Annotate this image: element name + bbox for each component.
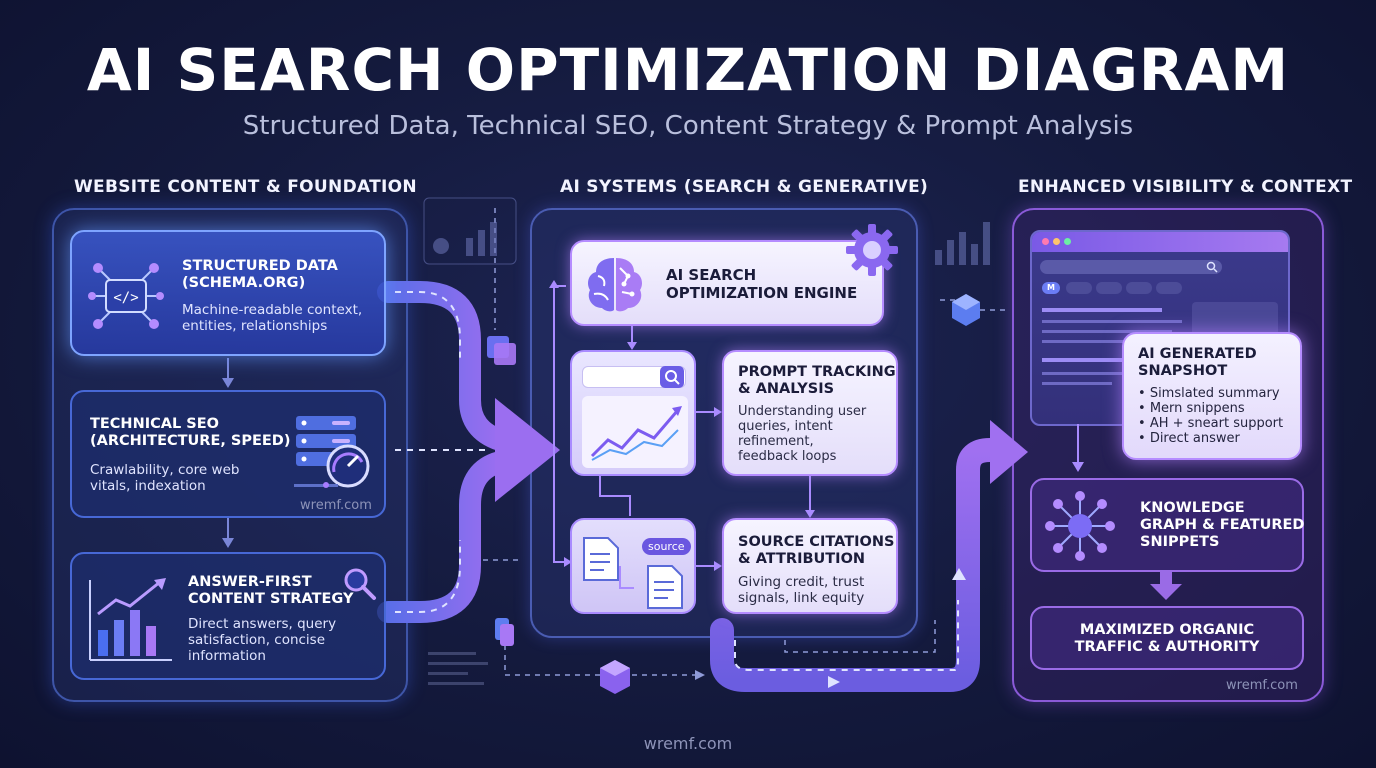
cube-icon-2 — [952, 294, 980, 326]
snapshot-bullet: • Mern snippens — [1138, 401, 1245, 416]
card-title: KNOWLEDGE GRAPH & FEATURED SNIPPETS — [1140, 500, 1305, 550]
decor-bars-icon — [935, 222, 990, 265]
magnifier-icon — [344, 568, 376, 600]
browser-search-input[interactable] — [1040, 260, 1222, 274]
result-line — [1042, 320, 1182, 323]
card-ai-engine[interactable]: AI SEARCH OPTIMIZATION ENGINE — [570, 240, 884, 326]
card-title: SOURCE CITATIONS & ATTRIBUTION — [738, 534, 895, 567]
page-subtitle: Structured Data, Technical SEO, Content … — [242, 111, 1134, 141]
documents-card[interactable]: source — [570, 518, 696, 614]
card-title: ANSWER-FIRST CONTENT STRATEGY — [188, 574, 354, 607]
result-line — [1042, 382, 1112, 385]
gear-icon — [846, 224, 898, 276]
footer-watermark: wremf.com — [643, 734, 733, 753]
page-title: AI SEARCH OPTIMIZATION DIAGRAM — [86, 36, 1290, 104]
result-line — [1042, 330, 1172, 333]
browser-tab[interactable] — [1156, 282, 1182, 294]
search-icon[interactable] — [660, 366, 684, 388]
source-badge: source — [642, 538, 691, 555]
browser-tab[interactable] — [1096, 282, 1122, 294]
result-line — [1042, 358, 1122, 362]
window-dot-icon — [1042, 238, 1049, 245]
snapshot-bullet-list: • Simslated summary • Mern snippens • AH… — [1138, 386, 1283, 446]
watermark: wremf.com — [300, 498, 372, 513]
window-dot-icon — [1053, 238, 1060, 245]
bar-chart-magnifier-icon — [89, 578, 172, 661]
card-ai-snapshot[interactable]: AI GENERATED SNAPSHOT • Simslated summar… — [1122, 332, 1302, 460]
document-icon — [583, 537, 619, 581]
window-dot-icon — [1064, 238, 1071, 245]
decor-dashboard-icon — [423, 197, 517, 265]
card-description: Crawlability, core web vitals, indexatio… — [90, 462, 240, 494]
card-description: Direct answers, query satisfaction, conc… — [188, 616, 337, 664]
svg-text:</>: </> — [113, 290, 138, 306]
brain-circuit-icon — [588, 258, 642, 312]
card-title: AI SEARCH OPTIMIZATION ENGINE — [666, 266, 858, 302]
column-heading-right: ENHANCED VISIBILITY & CONTEXT — [1018, 177, 1353, 197]
result-line — [1042, 340, 1132, 343]
arrow-output — [710, 438, 1012, 692]
sidebar-block — [1192, 302, 1278, 336]
search-icon[interactable] — [1206, 261, 1218, 273]
down-arrow-icon — [1072, 424, 1084, 472]
column-heading-middle: AI SYSTEMS (SEARCH & GENERATIVE) — [560, 177, 929, 197]
document-icon — [647, 565, 683, 609]
card-technical-seo[interactable]: TECHNICAL SEO (ARCHITECTURE, SPEED) Craw… — [70, 390, 386, 518]
server-gauge-icon — [294, 416, 370, 488]
card-structured-data[interactable]: </> STRUCTURED DATA (SCHEMA.ORG) Machine… — [70, 230, 386, 356]
card-description: Giving credit, trust signals, link equit… — [738, 574, 865, 606]
browser-tab[interactable] — [1066, 282, 1092, 294]
card-source-citations[interactable]: SOURCE CITATIONS & ATTRIBUTION Giving cr… — [722, 518, 898, 614]
snapshot-bullet: • AH + sneart support — [1138, 416, 1284, 431]
down-arrow-icon — [1150, 572, 1182, 600]
knowledge-graph-icon — [1045, 491, 1115, 561]
result-line — [1042, 372, 1122, 375]
card-prompt-tracking[interactable]: PROMPT TRACKING & ANALYSIS Understanding… — [722, 350, 898, 476]
card-title: AI GENERATED SNAPSHOT — [1138, 346, 1257, 379]
snapshot-bullet: • Simslated summary — [1138, 386, 1280, 401]
card-knowledge-graph[interactable]: KNOWLEDGE GRAPH & FEATURED SNIPPETS — [1030, 478, 1304, 572]
decor-lines-icon — [428, 652, 488, 685]
arrow-head-output — [990, 420, 1028, 484]
column-heading-left: WEBSITE CONTENT & FOUNDATION — [74, 177, 417, 197]
trend-chart-icon — [582, 396, 688, 468]
arrow-top — [377, 281, 511, 451]
card-description: Understanding user queries, intent refin… — [738, 404, 867, 464]
snapshot-bullet: • Direct answer — [1138, 431, 1240, 446]
browser-tab-m[interactable]: M — [1042, 282, 1060, 294]
cube-icon-1 — [487, 336, 516, 365]
card-title: TECHNICAL SEO (ARCHITECTURE, SPEED) — [90, 416, 291, 449]
arrow-bottom — [377, 451, 511, 623]
code-network-icon: </> — [88, 263, 164, 329]
card-answer-first[interactable]: ANSWER-FIRST CONTENT STRATEGY Direct ans… — [70, 552, 386, 680]
browser-titlebar — [1032, 232, 1288, 252]
result-line — [1042, 308, 1162, 312]
arrow-head-main — [495, 398, 560, 502]
search-analytics-card[interactable] — [570, 350, 696, 476]
watermark: wremf.com — [1226, 678, 1298, 693]
card-title: PROMPT TRACKING & ANALYSIS — [738, 364, 896, 397]
cube-icon-3 — [600, 660, 630, 694]
middle-connectors — [549, 280, 815, 589]
browser-tab[interactable] — [1126, 282, 1152, 294]
card-maximized-traffic[interactable]: MAXIMIZED ORGANIC TRAFFIC & AUTHORITY — [1030, 606, 1304, 670]
card-description: Machine-readable context, entities, rela… — [182, 302, 363, 334]
cube-icon-4 — [495, 618, 514, 646]
card-title: MAXIMIZED ORGANIC TRAFFIC & AUTHORITY — [1074, 622, 1260, 655]
card-title: STRUCTURED DATA (SCHEMA.ORG) — [182, 258, 338, 291]
